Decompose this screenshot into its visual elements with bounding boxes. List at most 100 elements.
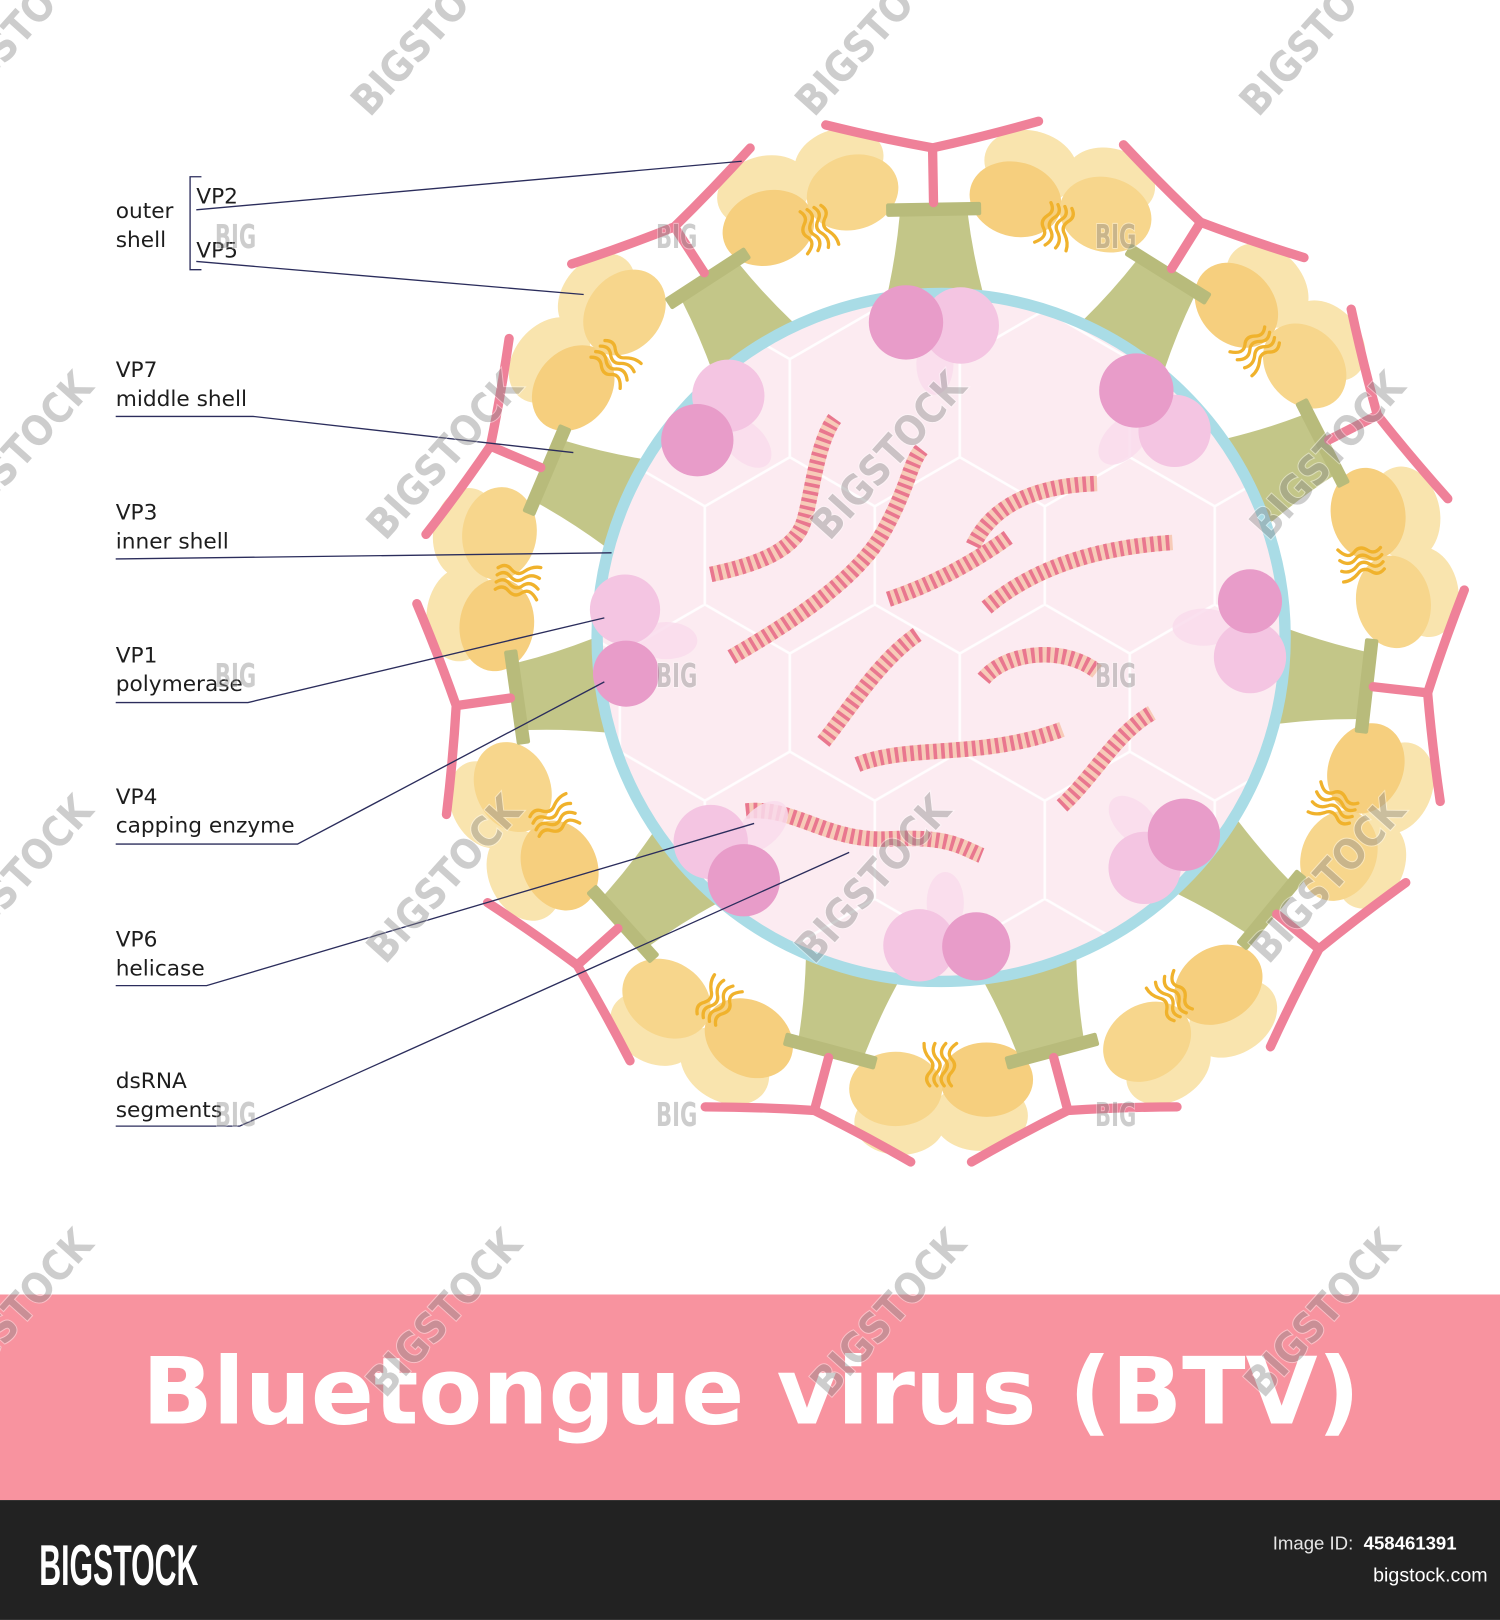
vp2-stem xyxy=(1049,1052,1073,1116)
vp7-cap xyxy=(1295,398,1350,488)
title-banner xyxy=(0,1294,1500,1501)
vp4-capping-enzyme xyxy=(1217,569,1283,634)
vp7-trimer xyxy=(783,958,898,1070)
vp5-strand xyxy=(819,203,841,246)
vp2-arms xyxy=(700,1102,916,1167)
vp7-trimer xyxy=(504,638,607,745)
vp5-strands xyxy=(922,1041,959,1088)
vp5-strand xyxy=(1338,552,1384,566)
vp2-stem xyxy=(451,693,516,711)
vp5-subunit xyxy=(806,154,899,231)
dsrna-segment xyxy=(966,475,1098,550)
vp7-body xyxy=(682,264,794,374)
vp5-strand xyxy=(812,205,831,250)
vp7-body xyxy=(1083,261,1194,371)
dsrna-segment xyxy=(709,413,842,583)
vp5-strand xyxy=(1043,202,1061,247)
vp5-outer-shell-layer xyxy=(426,127,1459,1156)
vp5-trimer xyxy=(1194,243,1366,409)
enzyme-complex xyxy=(1108,795,1221,905)
vp5-strand xyxy=(496,563,543,576)
vp1-polymerase xyxy=(589,574,661,645)
vp5-subunit xyxy=(1194,262,1279,348)
vp5-label: VP5 xyxy=(196,238,238,263)
vp5-strand xyxy=(1242,335,1277,370)
vp5-strand xyxy=(1235,330,1272,362)
dsrna-strand xyxy=(977,647,1102,685)
page-title: Bluetongue virus (BTV) xyxy=(142,1338,1360,1446)
vp2-arms xyxy=(966,1102,1182,1167)
site-link[interactable]: bigstock.com xyxy=(1373,1565,1487,1587)
vp2-spike xyxy=(567,143,755,278)
vp5-trimer xyxy=(717,127,899,267)
enzyme-complex xyxy=(1098,353,1211,468)
dsrna-strand xyxy=(885,530,1013,607)
vp2-arms xyxy=(482,897,635,1066)
watermark-short: BIG xyxy=(1095,656,1136,695)
vp1-polymerase xyxy=(1213,620,1287,694)
vp4-capping-enzyme xyxy=(942,912,1011,981)
vp4-role-label: capping enzyme xyxy=(116,814,295,839)
outer-shell-label-line1: outer xyxy=(116,199,174,224)
vp7-body xyxy=(887,214,983,294)
vp5-trimer xyxy=(508,253,666,431)
vp2-spike xyxy=(412,599,516,820)
vp5-strands xyxy=(493,563,543,602)
vp1-role-label: polymerase xyxy=(116,672,243,697)
vp5-subunit xyxy=(704,998,793,1079)
dsrna-strand xyxy=(709,413,842,583)
vp5-strand xyxy=(589,355,622,391)
vp2-arms xyxy=(412,599,461,820)
dsrna-segment xyxy=(1056,706,1156,812)
vp7-trimer xyxy=(586,833,717,963)
vp5-strand xyxy=(798,210,814,256)
vp7-cap xyxy=(886,201,982,217)
vp5-trimer xyxy=(1300,723,1435,909)
vp7-trimer xyxy=(984,958,1100,1070)
vp7-cap xyxy=(665,247,751,310)
vp4-capping-enzyme xyxy=(868,285,944,360)
vp2-stem xyxy=(927,143,939,208)
vp5-strands xyxy=(798,203,841,256)
vp5-strand xyxy=(494,578,540,591)
image-id-label: Image ID: xyxy=(1273,1533,1354,1554)
enzyme-complex xyxy=(1172,569,1287,694)
vp5-subunit xyxy=(1262,323,1347,409)
vp5-strand xyxy=(931,1041,942,1088)
vp7-trimer xyxy=(522,424,643,547)
vp4-capping-enzyme xyxy=(1099,353,1174,428)
vp7-label: VP7 xyxy=(116,358,158,383)
vp6-role-label: helicase xyxy=(116,956,205,981)
watermark-short: BIG xyxy=(656,217,697,256)
vp2-spike xyxy=(1368,585,1469,807)
vp2-spike xyxy=(482,897,635,1066)
vp5-strand xyxy=(922,1041,935,1088)
vp1-leader-line xyxy=(115,617,605,704)
dsrna-strand xyxy=(727,444,928,664)
vp7-body xyxy=(1177,820,1289,933)
vp7-trimer xyxy=(1083,244,1212,371)
vp2-spike xyxy=(1265,877,1411,1052)
vp5-subunit xyxy=(1103,1001,1192,1082)
vp4-capping-enzyme xyxy=(661,404,734,477)
vp2-outer-shell-layer xyxy=(412,116,1469,1167)
vp5-strand xyxy=(939,1041,949,1088)
vp5-strands xyxy=(1336,545,1386,584)
dsrna-segment xyxy=(977,647,1102,685)
vp5-strand xyxy=(1314,790,1357,813)
vp5-strand xyxy=(707,984,735,1024)
vp2-spike xyxy=(1118,140,1309,274)
dsrna-strand-light xyxy=(854,722,1065,772)
dsrna-strand xyxy=(981,534,1174,614)
watermark-short: BIG xyxy=(1095,1095,1136,1134)
vp3-leader-line xyxy=(115,552,612,560)
vp2-arms xyxy=(421,333,514,540)
vp5-strand xyxy=(598,344,636,374)
vp2-spike xyxy=(821,116,1044,208)
image-id-line: Image ID: 458461391 xyxy=(1273,1533,1457,1554)
vp6-leader-line xyxy=(115,822,755,987)
outer-shell-bracket xyxy=(189,176,202,271)
vp2-stem xyxy=(1272,909,1324,954)
dsrna-strand-light xyxy=(1056,706,1156,812)
vp5-strand xyxy=(695,973,717,1016)
